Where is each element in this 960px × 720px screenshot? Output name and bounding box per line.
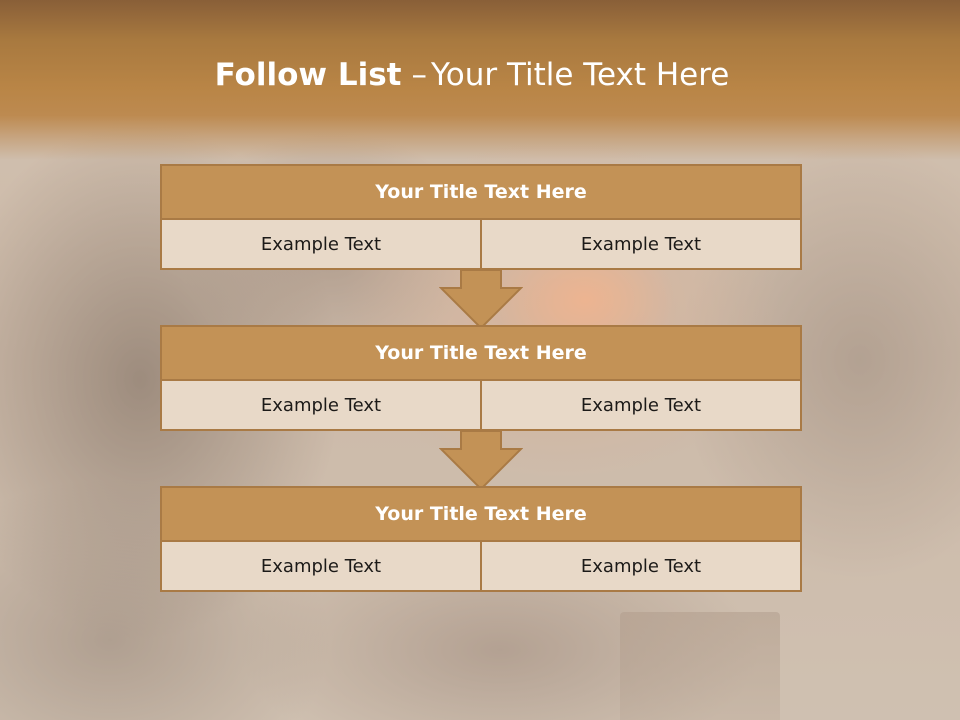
- block-heading: Your Title Text Here: [160, 164, 802, 220]
- block-cell-right: Example Text: [480, 220, 802, 270]
- block-heading: Your Title Text Here: [160, 325, 802, 381]
- block-cell-left: Example Text: [160, 381, 482, 431]
- block-row: Example Text Example Text: [160, 381, 802, 431]
- slide-title-dash: –: [411, 57, 427, 93]
- block-row: Example Text Example Text: [160, 220, 802, 270]
- background-anvil-shape: [620, 612, 780, 720]
- list-block-1: Your Title Text Here Example Text Exampl…: [160, 164, 802, 270]
- slide-title: Follow List–Your Title Text Here: [0, 52, 944, 98]
- block-heading: Your Title Text Here: [160, 486, 802, 542]
- down-arrow-icon: [439, 431, 523, 491]
- list-block-3: Your Title Text Here Example Text Exampl…: [160, 486, 802, 592]
- block-cell-right: Example Text: [480, 542, 802, 592]
- block-cell-left: Example Text: [160, 542, 482, 592]
- block-cell-left: Example Text: [160, 220, 482, 270]
- block-row: Example Text Example Text: [160, 542, 802, 592]
- header-band: [0, 0, 960, 160]
- list-block-2: Your Title Text Here Example Text Exampl…: [160, 325, 802, 431]
- block-cell-right: Example Text: [480, 381, 802, 431]
- down-arrow-icon: [439, 270, 523, 330]
- slide-title-bold: Follow List: [214, 57, 402, 93]
- slide-title-rest: Your Title Text Here: [430, 57, 730, 93]
